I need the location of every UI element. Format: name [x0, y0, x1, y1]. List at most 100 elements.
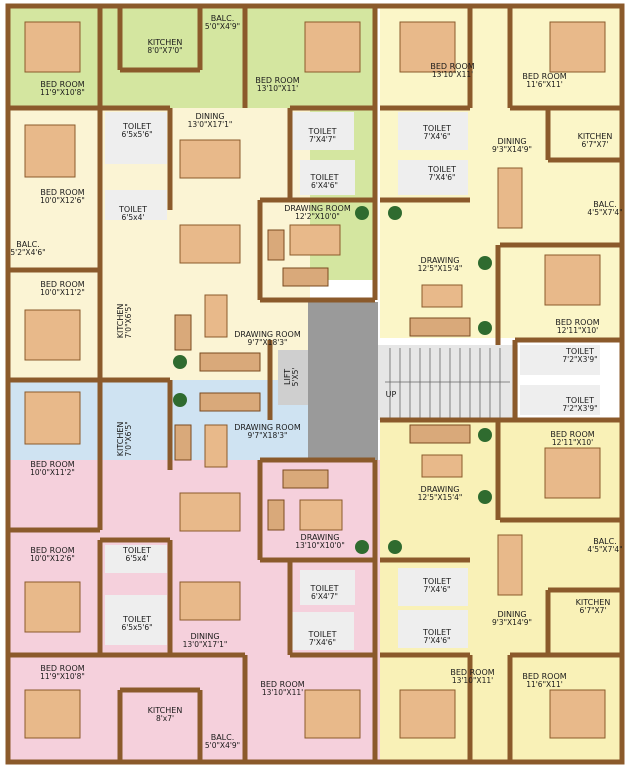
room-dimension: 8'0"X7'0" [147, 46, 183, 56]
room-name: DRAWING [420, 256, 460, 265]
room-dimension: 6'5x5'6" [121, 130, 153, 140]
room-dimension: 5'2"X4'6" [10, 248, 46, 258]
beds [24, 21, 606, 739]
room-name: BED ROOM [430, 62, 475, 71]
room-name: TOILET [423, 628, 451, 637]
room-name: TOILET [123, 546, 151, 555]
room-dimension: 6'5x4' [121, 213, 145, 223]
room-dimension: 6'5x4' [125, 554, 149, 564]
room-dimension: 12'2"X10'0" [295, 212, 340, 222]
room-name: BED ROOM [40, 280, 85, 289]
room-dimension: 11'9"X10'8" [40, 672, 85, 682]
room-dimension: 9'3"X14'9" [491, 618, 533, 628]
room-dimension: 13'10"X11' [261, 688, 304, 698]
room-name: DINING [190, 632, 220, 641]
room-name: DINING [195, 112, 225, 121]
room-name: TOILET [310, 173, 339, 182]
room-dimension: 7'X4'7" [308, 135, 337, 145]
room-name: DINING [497, 610, 527, 619]
room-name: BED ROOM [40, 664, 85, 673]
zone-lift [278, 350, 308, 405]
room-dimension: 10'0"X11'2" [30, 468, 75, 478]
room-name: DINING [497, 137, 527, 146]
room-dimension: 5'0"X4'9" [204, 22, 241, 32]
room-label-balc-bl: BALC.5'0"X4'9" [200, 733, 245, 751]
room-name: BED ROOM [40, 188, 85, 197]
room-dimension: 13'10"X11' [431, 70, 474, 80]
room-dimension: 6'5x5'6" [121, 623, 153, 633]
room-name: TOILET [423, 124, 451, 133]
room-name: DRAWING [300, 533, 340, 542]
room-dimension: 12'5"X15'4" [417, 264, 463, 274]
room-dimension: 5'0"X4'9" [204, 741, 241, 751]
room-name: TOILET [566, 396, 594, 405]
room-name: TOILET [423, 577, 451, 586]
dining-tables [179, 139, 523, 621]
room-name: KITCHEN [577, 132, 613, 141]
room-dimension: 4'5"X7'4" [587, 208, 623, 218]
room-dimension: 8'x7' [155, 714, 175, 724]
room-dimension: 7'X4'6" [423, 636, 451, 646]
room-name: BALC. [16, 240, 40, 249]
room-dimension: 9'7"X18'3" [247, 338, 288, 348]
room-dimension: 13'10"X10'0" [295, 541, 345, 551]
room-name: TOILET [308, 127, 337, 136]
room-dimension: 7'0"X6'5" [124, 303, 134, 339]
room-dimension: 12'5"X15'4" [417, 493, 463, 503]
room-name: BED ROOM [30, 460, 75, 469]
room-dimension: 13'0"X17'1" [182, 640, 228, 650]
room-name: BED ROOM [450, 668, 495, 677]
room-name: BED ROOM [40, 80, 85, 89]
room-dimension: 7'2"X3'9" [562, 355, 598, 365]
room-dimension: 6'X4'6" [310, 181, 339, 191]
staircase-up-label: UP [380, 390, 402, 399]
room-dimension: 7'2"X3'9" [562, 404, 598, 414]
room-dimension: 9'3"X14'9" [491, 145, 533, 155]
room-dimension: 6'X4'7" [310, 592, 339, 602]
room-name: KITCHEN [147, 706, 183, 715]
room-name: BALC. [593, 200, 617, 209]
room-label-balc-br: BALC.4'5"X7'4" [585, 537, 625, 555]
room-dimension: 12'11"X10' [556, 326, 599, 336]
room-dimension: 11'6"X11' [526, 680, 563, 690]
room-dimension: 9'7"X18'3" [247, 431, 288, 441]
room-dimension: 6'7"X7' [581, 140, 609, 150]
room-name: DRAWING ROOM [284, 204, 351, 213]
room-name: BED ROOM [522, 72, 567, 81]
room-dimension: 7'X4'6" [308, 638, 337, 648]
room-dimension: 6'7"X7' [579, 606, 607, 616]
room-dimension: 10'0"X12'6" [40, 196, 85, 206]
room-name: BED ROOM [255, 76, 300, 85]
